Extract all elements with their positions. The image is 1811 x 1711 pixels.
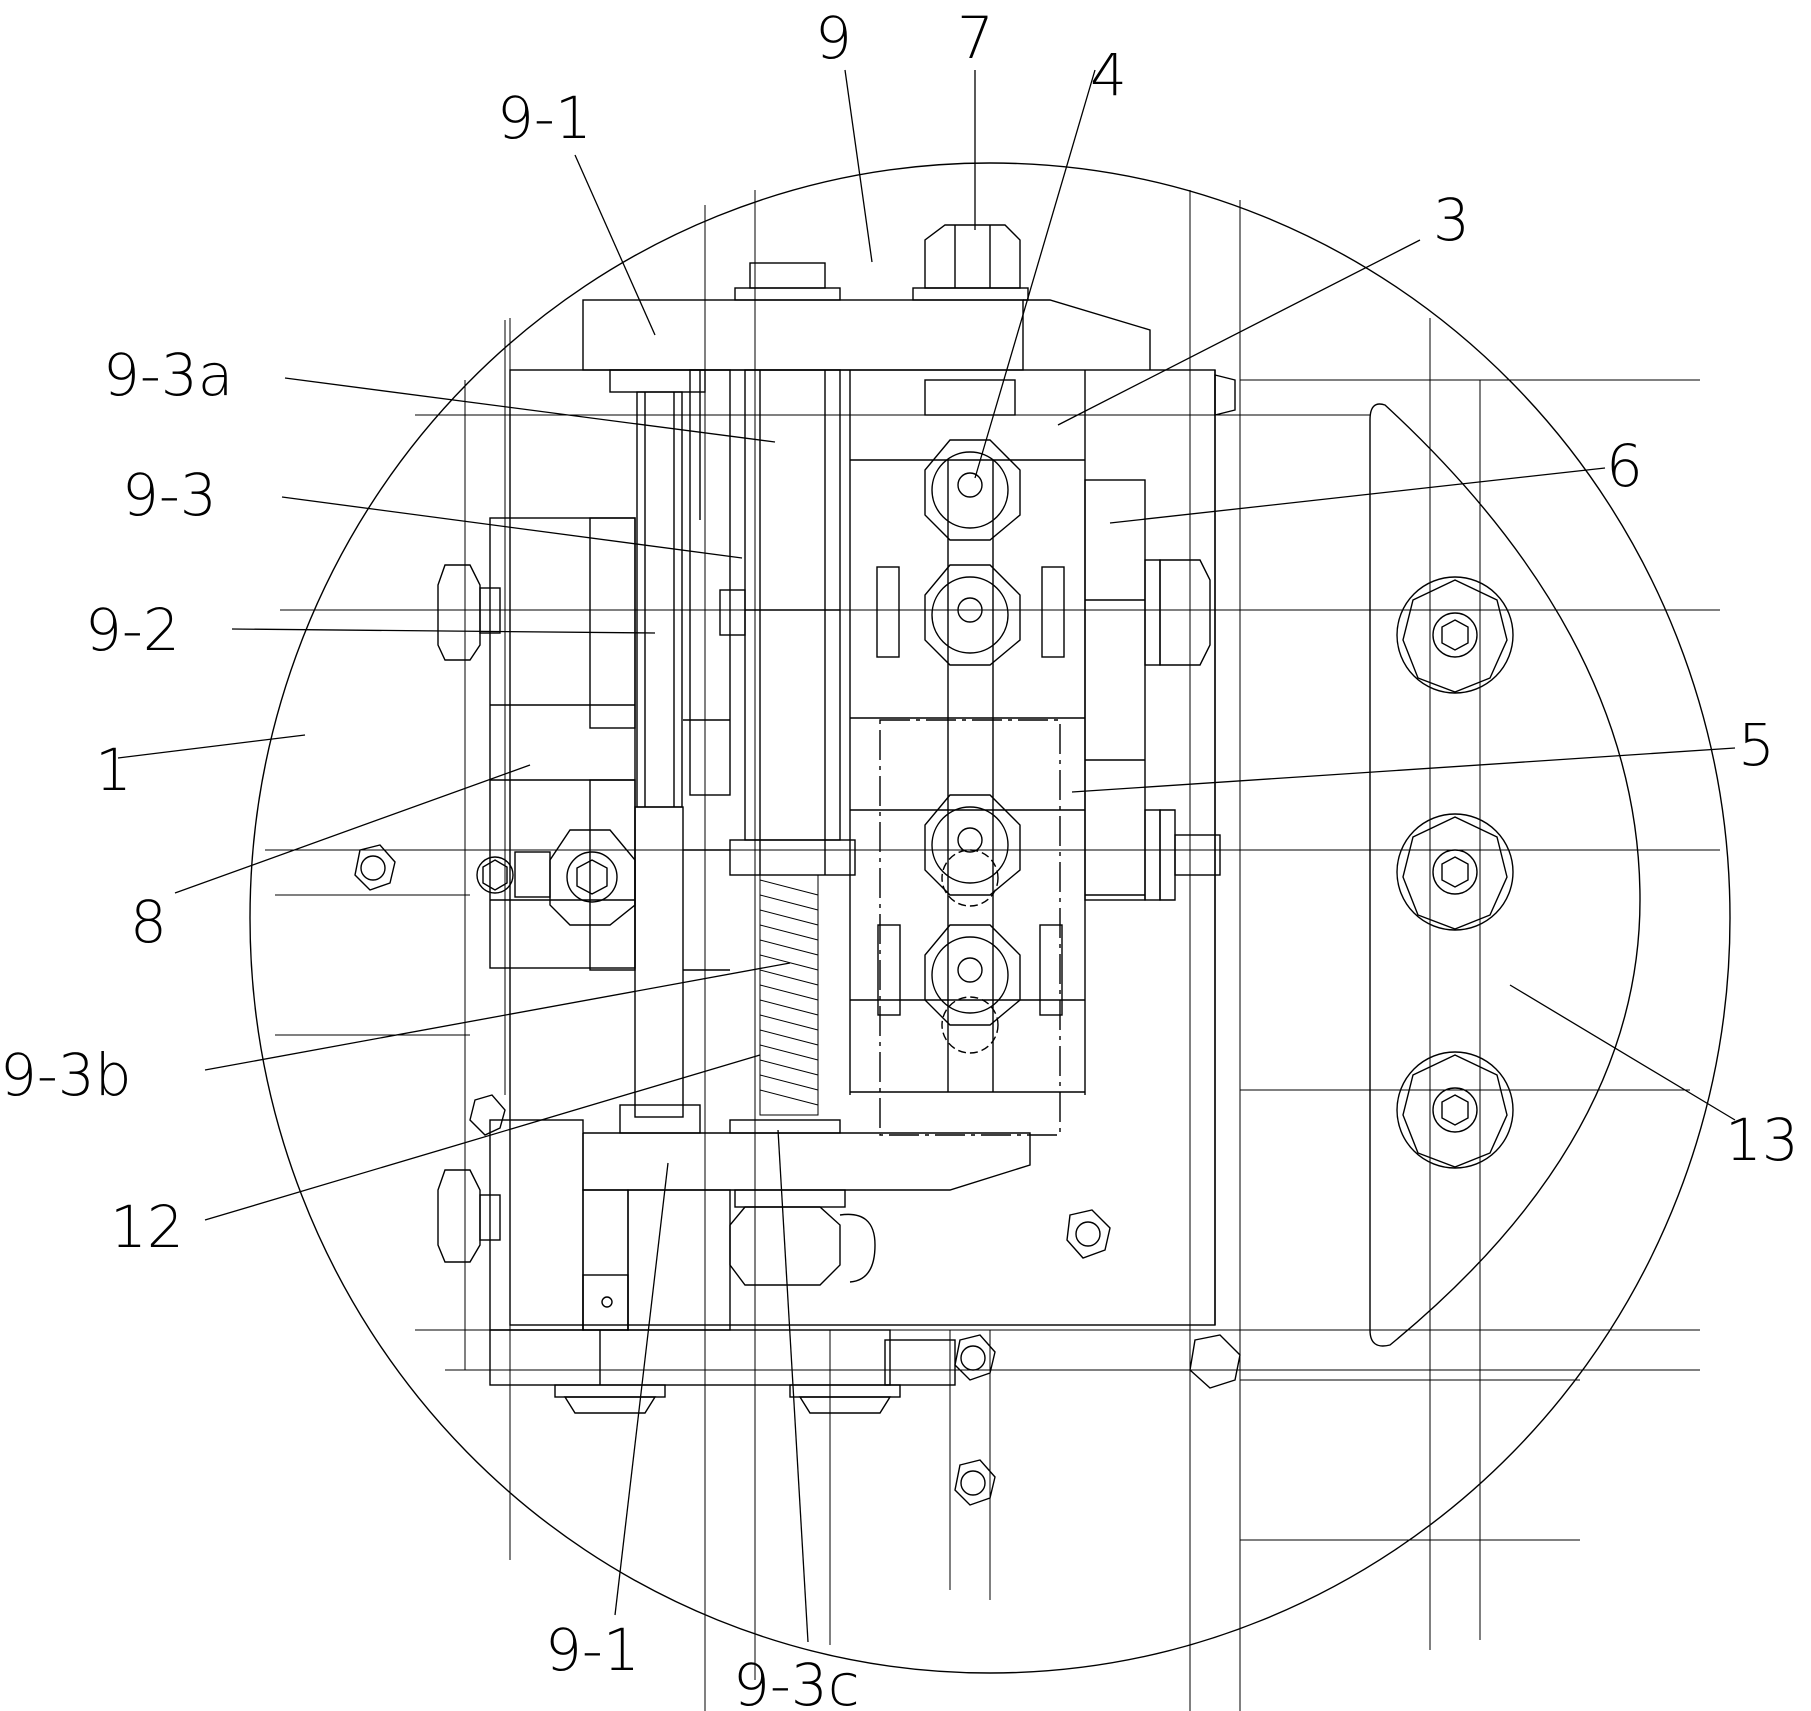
plate-3 xyxy=(509,369,1216,1326)
callout-12: 12 xyxy=(110,1193,184,1261)
roller-4-a xyxy=(924,439,1021,541)
roller-4-b xyxy=(924,564,1021,666)
leader-lines xyxy=(117,69,1736,1643)
screw-2 xyxy=(1066,1209,1111,1259)
callout-9-1-bottom: 9-1 xyxy=(545,1616,640,1684)
roller-5-a xyxy=(924,794,1021,907)
plate-13 xyxy=(1369,403,1641,1347)
callout-9-3: 9-3 xyxy=(122,461,217,529)
bracket-8 xyxy=(489,517,730,971)
screw-4 xyxy=(954,1459,996,1506)
top-bar-9-1 xyxy=(582,224,1151,416)
callout-9-3c: 9-3c xyxy=(733,1651,860,1711)
bottom-bar-9-1 xyxy=(489,1104,1031,1386)
nut-bottom-left xyxy=(554,1384,666,1414)
slider-5 xyxy=(850,460,1085,1136)
screw-1 xyxy=(354,844,396,891)
callout-8: 8 xyxy=(130,888,167,956)
callout-1: 1 xyxy=(95,736,132,804)
callout-9: 9 xyxy=(815,4,852,72)
nut-right-5 xyxy=(1144,809,1221,901)
nut-stud-bottom xyxy=(729,1206,876,1286)
callout-9-3b: 9-3b xyxy=(0,1041,132,1109)
callout-5: 5 xyxy=(1738,711,1775,779)
spring-9-3b xyxy=(759,874,819,1116)
screw-6 xyxy=(469,1094,506,1136)
bolt-13-c xyxy=(1396,1051,1514,1169)
screw-5 xyxy=(1189,1334,1241,1389)
nut-mid-8 xyxy=(476,829,636,926)
callout-6: 6 xyxy=(1606,432,1643,500)
callout-labels: 9-1 9 7 4 3 9-3a 9-3 6 9-2 1 5 8 9-3b 13… xyxy=(0,4,1799,1711)
nut-right-6 xyxy=(1144,559,1211,666)
base-frame-1 xyxy=(265,190,1720,1711)
callout-4: 4 xyxy=(1090,41,1127,109)
callout-9-3a: 9-3a xyxy=(103,341,233,409)
nut-12-collar xyxy=(734,1189,846,1208)
screw-3 xyxy=(954,1334,996,1381)
callout-7: 7 xyxy=(957,4,994,72)
nut-bottom-mid xyxy=(789,1384,901,1414)
callout-9-1-top: 9-1 xyxy=(497,84,592,152)
callout-9-2: 9-2 xyxy=(85,596,180,664)
nut-left-bottom xyxy=(437,1169,501,1263)
fasteners xyxy=(354,374,1514,1506)
callout-3: 3 xyxy=(1433,186,1470,254)
callout-13: 13 xyxy=(1725,1106,1799,1174)
detail-circle xyxy=(249,162,1731,1674)
bolt-13-a xyxy=(1396,576,1514,694)
nut-left-top xyxy=(437,564,501,661)
bolt-13-b xyxy=(1396,813,1514,931)
guide-rod-9-2 xyxy=(634,369,731,1118)
screw-7 xyxy=(1214,374,1236,416)
cylinder-9-3 xyxy=(719,369,856,876)
roller-5-b xyxy=(924,924,1021,1054)
